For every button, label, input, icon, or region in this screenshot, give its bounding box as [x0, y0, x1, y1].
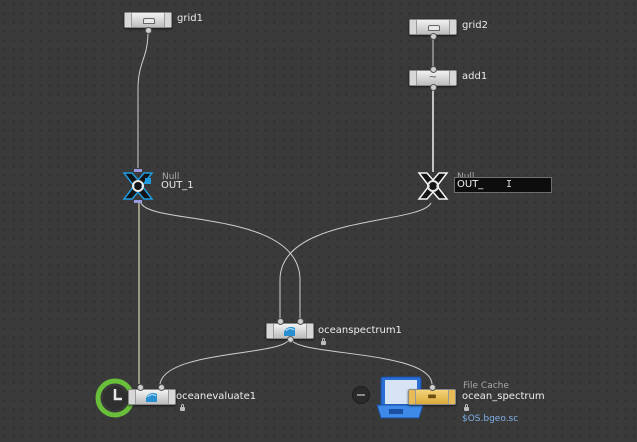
oceanspectrum1-input-port-1[interactable] [277, 318, 284, 325]
ocean-wave-icon [146, 393, 157, 402]
add1-output-port[interactable] [430, 84, 437, 91]
grid1-output-port[interactable] [145, 27, 152, 34]
ocean-spectrum-label: ocean_spectrum [462, 391, 545, 402]
lock-icon [464, 404, 469, 411]
grid1-label: grid1 [177, 13, 203, 24]
node-grid1[interactable] [124, 12, 172, 28]
node-oceanevaluate1[interactable] [128, 389, 176, 405]
wire-out1-oceanspectrum1 [140, 202, 301, 322]
ocean-spectrum-input-port[interactable] [429, 384, 436, 391]
null-x-icon[interactable] [120, 168, 156, 204]
ocean-spectrum-type-label: File Cache [463, 381, 509, 391]
bypass-icon[interactable] [352, 386, 370, 404]
lock-icon [321, 338, 326, 345]
oceanevaluate1-input-port-2[interactable] [158, 384, 165, 391]
wire-grid1-out1 [137, 30, 149, 168]
cache-file-path: $OS.bgeo.sc [462, 414, 519, 424]
node-ocean-spectrum[interactable]: ▬ [408, 389, 456, 405]
grid-icon [143, 18, 155, 24]
out1-type-label: Null [162, 172, 180, 182]
wire-out2-oceanspectrum1 [279, 202, 432, 322]
oceanevaluate1-input-port-1[interactable] [137, 384, 144, 391]
add1-input-port[interactable] [430, 66, 437, 73]
oceanspectrum1-input-port-2[interactable] [297, 318, 304, 325]
node-oceanspectrum1[interactable] [266, 323, 314, 339]
wire-oceanspectrum1-oceanspectrum [290, 338, 433, 385]
tilde-icon: ~ [428, 72, 438, 83]
out1-label: OUT_1 [161, 180, 194, 191]
text-cursor-icon: I [506, 179, 513, 190]
grid2-output-port[interactable] [430, 33, 437, 40]
add1-label: add1 [462, 71, 488, 82]
cache-icon: ▬ [427, 391, 437, 402]
node-rename-input[interactable] [454, 177, 552, 193]
ocean-wave-icon [284, 327, 295, 336]
oceanspectrum1-output-port[interactable] [287, 336, 294, 343]
grid-icon [428, 25, 440, 31]
wire-oceanspectrum1-oceanevaluate1 [159, 338, 290, 385]
oceanevaluate1-label: oceanevaluate1 [176, 391, 257, 402]
grid2-label: grid2 [462, 20, 488, 31]
null-x-icon[interactable] [415, 168, 451, 204]
oceanspectrum1-label: oceanspectrum1 [318, 325, 402, 336]
lock-icon [180, 404, 185, 411]
